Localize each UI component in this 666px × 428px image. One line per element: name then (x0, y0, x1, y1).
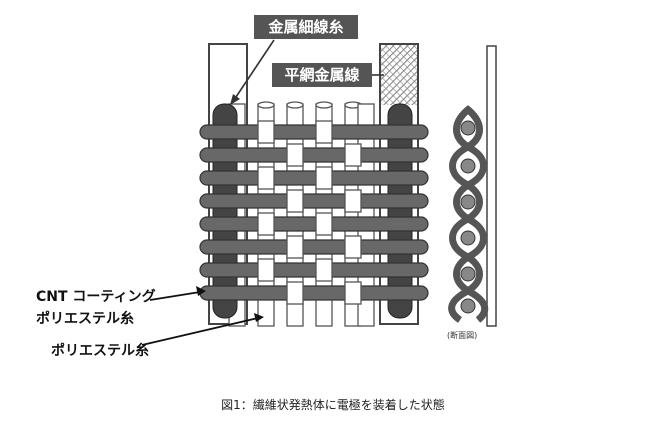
cnt-coated-polyester-label-line1: CNT コーティング (36, 288, 156, 305)
polyester-yarn-arrow (141, 317, 259, 346)
warp-yarn-cap (315, 101, 333, 109)
warp-over-segments (257, 120, 362, 305)
weft-yarn (199, 262, 429, 278)
warp-yarn-cap (257, 101, 275, 109)
polyester-yarn-label: ポリエステル糸 (51, 342, 149, 359)
cnt-coated-polyester-arrow (149, 291, 201, 301)
metal-fine-wire-label: 金属細線糸 (267, 18, 343, 36)
flat-mesh-metal-wire-top-cross (381, 45, 417, 105)
cross-section-label: (断面図) (447, 330, 477, 340)
warp-yarn-cap (286, 101, 304, 109)
flat-mesh-metal-wire-label-box (272, 63, 372, 87)
flat-mesh-metal-wire-label: 平網金属線 (284, 66, 359, 84)
weft-yarn (199, 124, 429, 140)
weft-yarn (199, 147, 429, 163)
metal-fine-wire-label-box (254, 15, 358, 39)
weft-yarn (199, 216, 429, 232)
figure-caption: 図1：繊維状発熱体に電極を装着した状態 (221, 397, 445, 412)
cross-section-diagram: (断面図) (447, 45, 497, 340)
cnt-coated-polyester-label-line2: ポリエステル糸 (36, 310, 134, 327)
weft-yarn (199, 170, 429, 186)
cross-section-electrode-bar (486, 45, 497, 327)
cnt-coated-weft-yarns (199, 124, 429, 301)
metal-fine-wire-arrow (233, 39, 275, 101)
weft-yarn (199, 193, 429, 209)
weft-yarn (199, 285, 429, 301)
weft-yarn (199, 239, 429, 255)
cross-section-yarn-path-2 (448, 105, 483, 323)
